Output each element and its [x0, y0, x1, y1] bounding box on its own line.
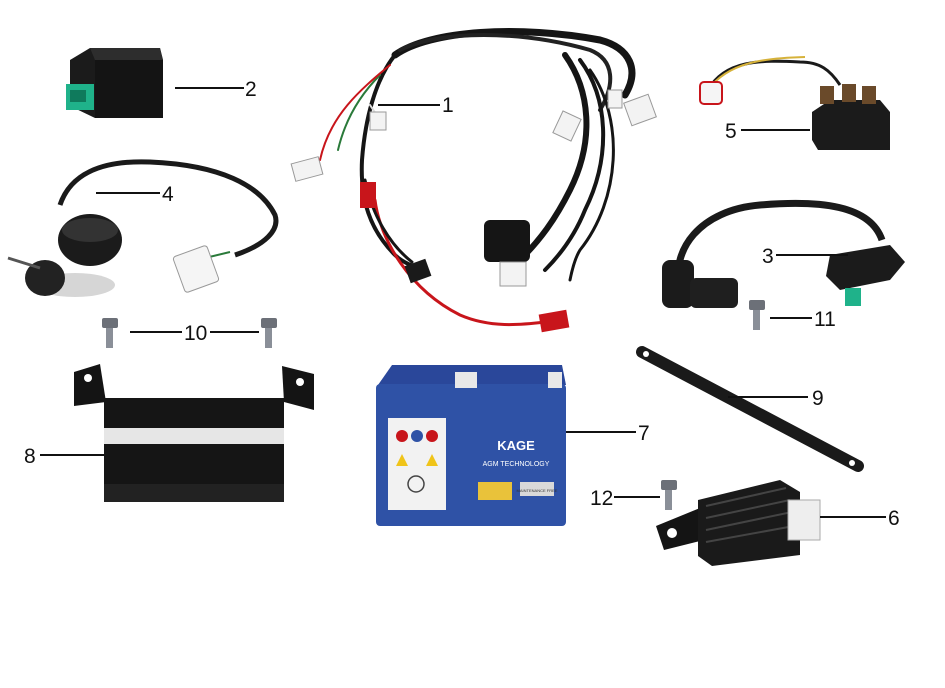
callout-9: 9 — [812, 387, 824, 410]
callout-1: 1 — [442, 94, 454, 117]
starter-relay — [699, 56, 890, 150]
battery-box — [74, 364, 314, 502]
regulator — [656, 480, 821, 566]
callout-11: 11 — [814, 308, 836, 331]
bolt-10-left — [102, 318, 118, 348]
callout-4: 4 — [162, 183, 174, 206]
callout-7: 7 — [638, 422, 650, 445]
harness-connectors — [290, 89, 657, 333]
callout-5: 5 — [725, 120, 737, 143]
battery-tech: AGM TECHNOLOGY — [483, 461, 550, 468]
callout-numbers: 1 2 3 4 5 6 7 8 9 10 11 12 — [24, 78, 900, 530]
callout-2: 2 — [245, 78, 257, 101]
callout-8: 8 — [24, 445, 36, 468]
callout-12: 12 — [590, 487, 613, 510]
leader-lines — [40, 87, 886, 518]
ignition-coil — [662, 199, 905, 308]
wiring-harness — [319, 28, 636, 327]
bolt-10-right — [261, 318, 277, 348]
ignition-switch — [7, 159, 279, 297]
battery-brand: KAGE — [497, 438, 535, 453]
battery-small-text: MAINTENANCE FREE — [517, 488, 558, 493]
callout-10: 10 — [184, 322, 207, 345]
bolt-11 — [749, 300, 765, 330]
cdi-box — [66, 48, 163, 118]
bolt-12 — [661, 480, 677, 510]
battery: KAGE AGM TECHNOLOGY MAINTENANCE FREE — [376, 365, 566, 526]
callout-3: 3 — [762, 245, 774, 268]
callout-6: 6 — [888, 507, 900, 530]
battery-strap — [636, 346, 864, 472]
